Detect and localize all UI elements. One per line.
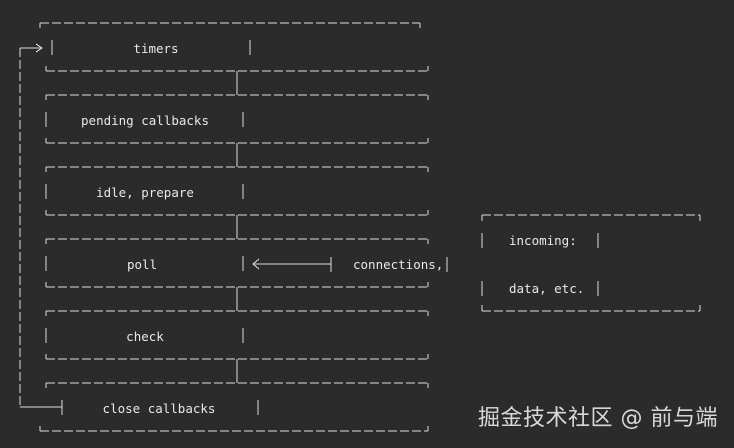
connections-label: connections,: [353, 257, 444, 272]
phase-label-timers: timers: [133, 41, 179, 56]
watermark: 掘金技术社区 @ 前与端: [478, 406, 718, 431]
phase-label-check: check: [126, 329, 164, 344]
poll-connections-arrowhead: [252, 258, 260, 270]
loop-back-arrowhead: [35, 43, 43, 53]
incoming-label: incoming:: [509, 233, 577, 248]
incoming-data-label: data, etc.: [509, 281, 585, 296]
phase-label-poll: poll: [126, 257, 158, 272]
phase-label-pending-callbacks: pending callbacks: [81, 113, 209, 128]
phase-label-close-callbacks: close callbacks: [102, 401, 216, 416]
diagram-lines: [19, 22, 701, 432]
phase-label-idle-prepare: idle, prepare: [96, 185, 194, 200]
